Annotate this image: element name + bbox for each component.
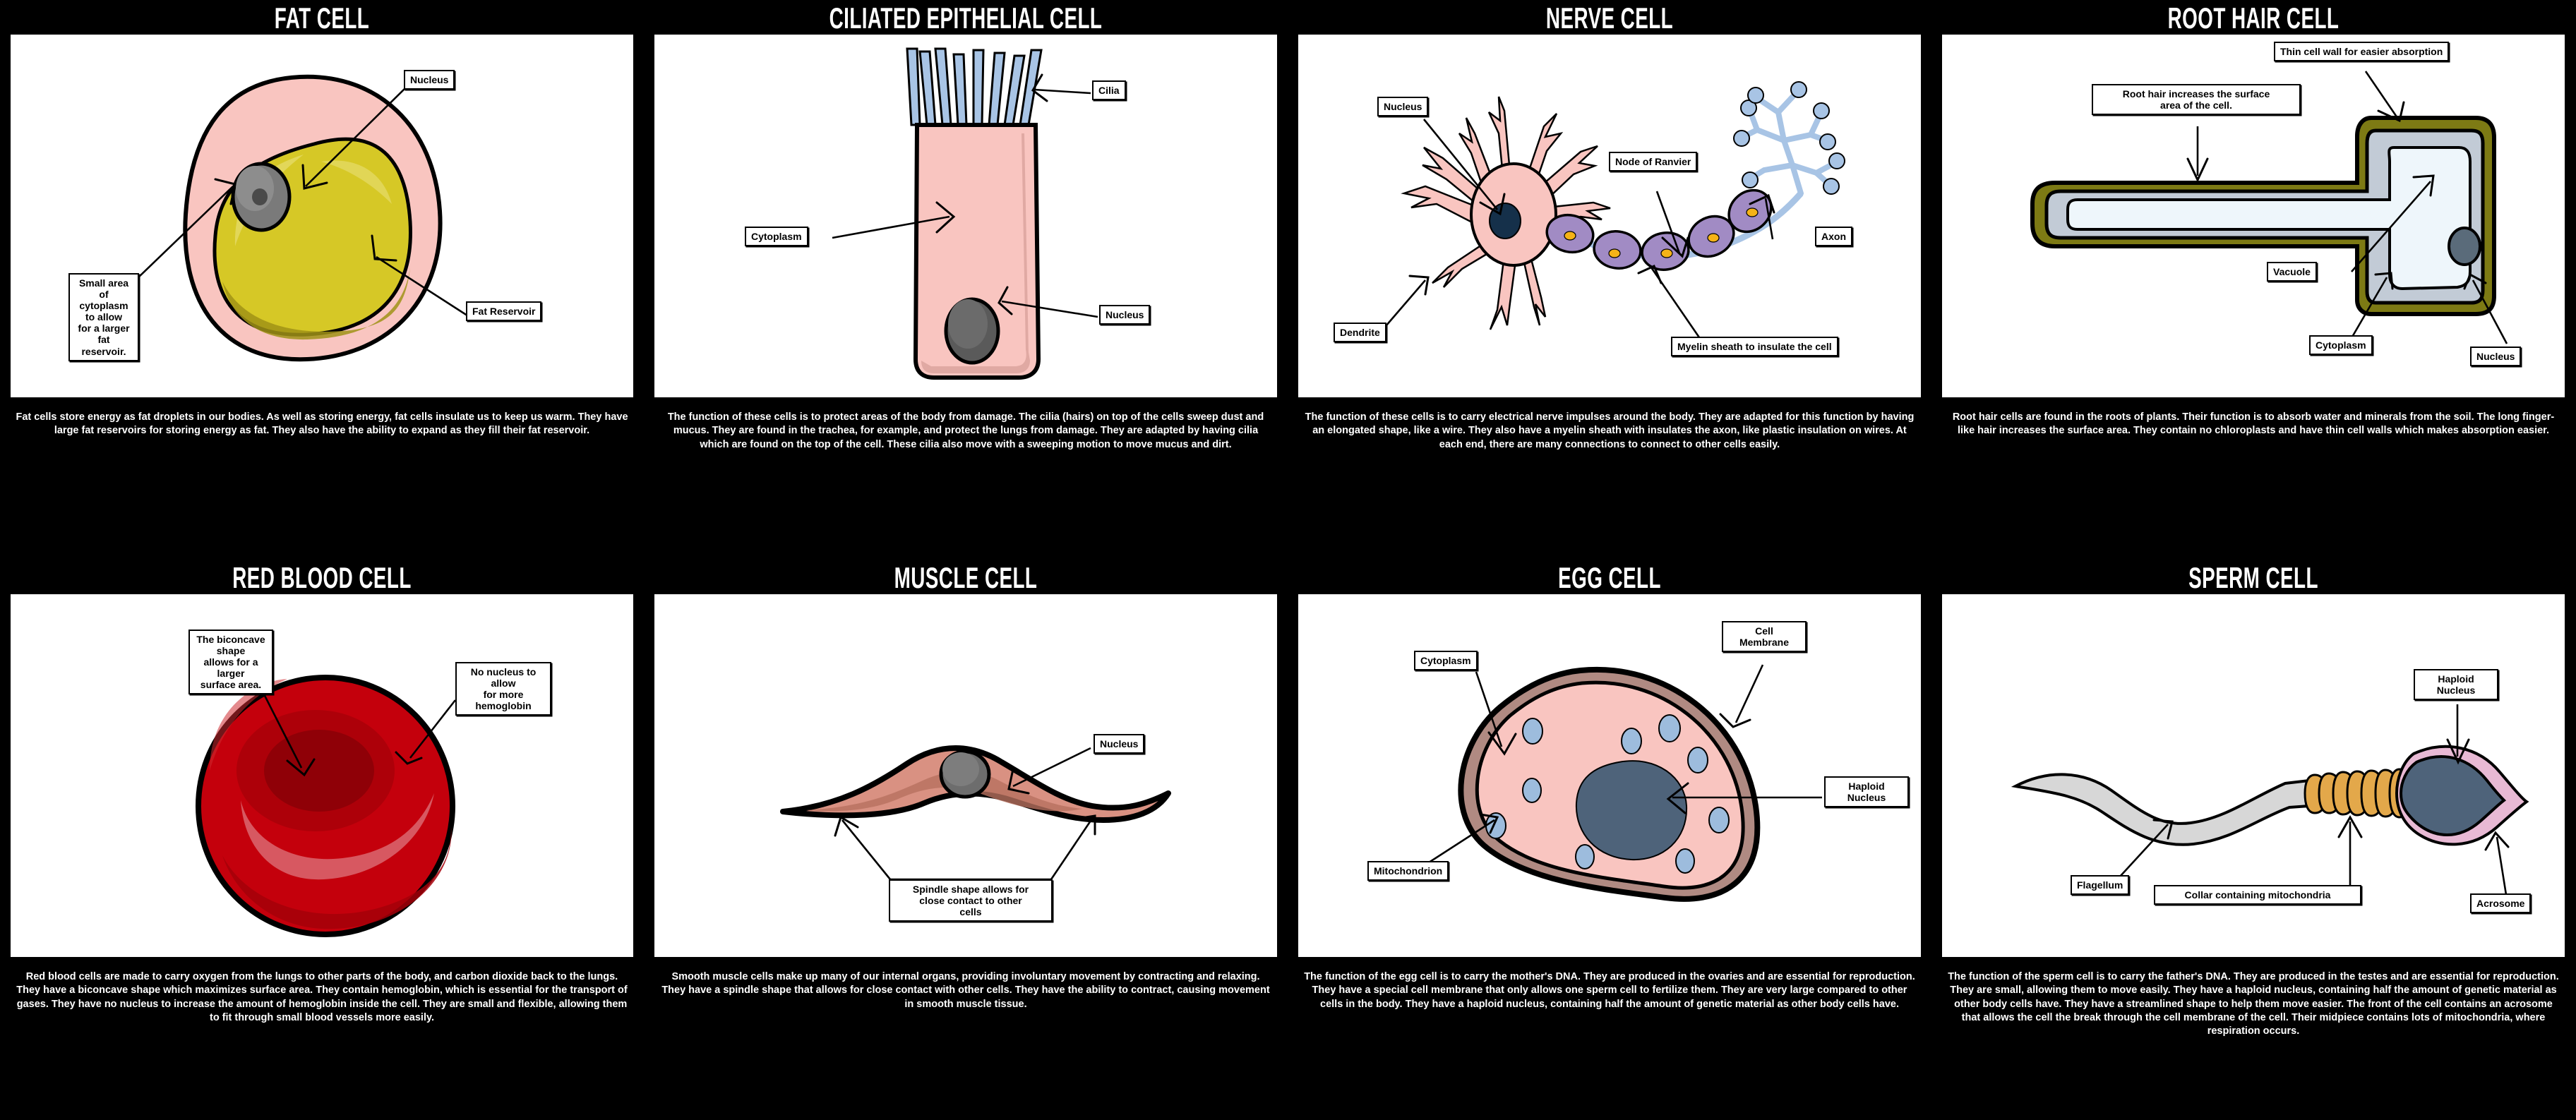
label-flagellum[interactable]: Flagellum <box>2071 875 2130 896</box>
ciliated-cell-illustration <box>906 47 1043 380</box>
label-axon[interactable]: Axon <box>1815 227 1852 247</box>
sperm-cell-illustration <box>2011 745 2529 846</box>
label-nucleus[interactable]: Nucleus <box>404 70 455 90</box>
label-root-hair-surface-area[interactable]: Root hair increases the surface area of … <box>2092 84 2301 116</box>
panel-title: ROOT HAIR CELL <box>2167 2 2340 35</box>
label-nucleus[interactable]: Nucleus <box>1099 305 1151 325</box>
panel-stage: Thin cell wall for easier absorption Roo… <box>1940 32 2567 399</box>
label-collar-mitochondria[interactable]: Collar containing mitochondria <box>2154 885 2361 905</box>
panel-caption: Fat cells store energy as fat droplets i… <box>16 411 628 437</box>
label-spindle-shape[interactable]: Spindle shape allows for close contact t… <box>889 879 1053 922</box>
panel-egg-cell[interactable]: EGG CELL <box>1288 560 1931 1119</box>
label-nucleus[interactable]: Nucleus <box>1094 734 1145 754</box>
panel-title: SPERM CELL <box>2188 562 2318 595</box>
panel-muscle-cell[interactable]: MUSCLE CELL Nucleus <box>644 560 1288 1119</box>
label-cytoplasm[interactable]: Cytoplasm <box>1414 651 1478 671</box>
panel-caption: The function of these cells is to protec… <box>667 411 1264 450</box>
panel-caption: The function of the sperm cell is to car… <box>1948 971 2559 1037</box>
panel-root-hair-cell[interactable]: ROOT HAIR CELL <box>1931 0 2575 560</box>
panel-title: CILIATED EPITHELIAL CELL <box>829 2 1103 35</box>
label-biconcave-shape[interactable]: The biconcave shape allows for a larger … <box>188 630 273 695</box>
label-small-area-of-cytoplasm[interactable]: Small area of cytoplasm to allow for a l… <box>68 273 139 361</box>
label-thin-cell-wall[interactable]: Thin cell wall for easier absorption <box>2274 42 2450 62</box>
panel-caption: The function of the egg cell is to carry… <box>1304 971 1915 1010</box>
red-blood-cell-illustration <box>196 675 455 937</box>
storyboard-row-2: RED BLOOD CELL The biconcave shape allo <box>0 560 2576 1119</box>
panel-caption: Root hair cells are found in the roots o… <box>1952 411 2555 437</box>
label-acrosome[interactable]: Acrosome <box>2470 893 2532 914</box>
label-no-nucleus[interactable]: No nucleus to allow for more hemoglobin <box>455 662 551 716</box>
panel-title: RED BLOOD CELL <box>232 562 412 595</box>
label-myelin-sheath[interactable]: Myelin sheath to insulate the cell <box>1671 337 1838 357</box>
label-cell-membrane[interactable]: Cell Membrane <box>1722 621 1807 653</box>
storyboard-row-1: FAT CELL <box>0 0 2575 560</box>
label-node-of-ranvier[interactable]: Node of Ranvier <box>1609 152 1698 172</box>
label-mitochondrion[interactable]: Mitochondrion <box>1367 861 1449 881</box>
egg-cell-illustration <box>1458 666 1761 902</box>
panel-red-blood-cell[interactable]: RED BLOOD CELL The biconcave shape allo <box>0 560 644 1119</box>
panel-caption: The function of these cells is to carry … <box>1305 411 1915 450</box>
label-cilia[interactable]: Cilia <box>1092 80 1126 101</box>
panel-fat-cell[interactable]: FAT CELL <box>0 0 644 560</box>
panel-stage: Haploid Nucleus Flagellum Collar contain… <box>1940 592 2567 959</box>
panel-stage: Nucleus Small area of cytoplasm to allow… <box>8 32 635 399</box>
panel-caption: Red blood cells are made to carry oxygen… <box>16 971 628 1023</box>
panel-title: MUSCLE CELL <box>894 562 1038 595</box>
muscle-cell-illustration <box>780 745 1171 823</box>
panel-stage: The biconcave shape allows for a larger … <box>8 592 635 959</box>
panel-nerve-cell[interactable]: NERVE CELL <box>1288 0 1931 560</box>
label-nucleus[interactable]: Nucleus <box>2470 347 2522 367</box>
label-dendrite[interactable]: Dendrite <box>1334 323 1386 343</box>
panel-stage: Nucleus Spindle shape allows for close c… <box>652 592 1279 959</box>
panel-caption: Smooth muscle cells make up many of our … <box>661 971 1270 1010</box>
panel-stage: Cell Membrane Cytoplasm Haploid Nucleus … <box>1296 592 1923 959</box>
label-haploid-nucleus[interactable]: Haploid Nucleus <box>2414 669 2498 701</box>
label-cytoplasm[interactable]: Cytoplasm <box>2309 335 2373 356</box>
label-fat-reservoir[interactable]: Fat Reservoir <box>466 301 542 322</box>
label-nucleus[interactable]: Nucleus <box>1377 97 1429 117</box>
panel-stage: Cilia Cytoplasm Nucleus <box>652 32 1279 399</box>
label-vacuole[interactable]: Vacuole <box>2267 262 2317 282</box>
panel-title: EGG CELL <box>1558 562 1661 595</box>
label-haploid-nucleus[interactable]: Haploid Nucleus <box>1824 776 1909 808</box>
panel-stage: Nucleus Node of Ranvier Axon Dendrite My… <box>1296 32 1923 399</box>
panel-sperm-cell[interactable]: SPERM CELL <box>1931 560 2575 1119</box>
panel-title: NERVE CELL <box>1545 2 1674 35</box>
panel-title: FAT CELL <box>274 2 370 35</box>
label-cytoplasm[interactable]: Cytoplasm <box>745 227 808 247</box>
panel-ciliated-epithelial-cell[interactable]: CILIATED EPITHELIAL CELL <box>644 0 1288 560</box>
